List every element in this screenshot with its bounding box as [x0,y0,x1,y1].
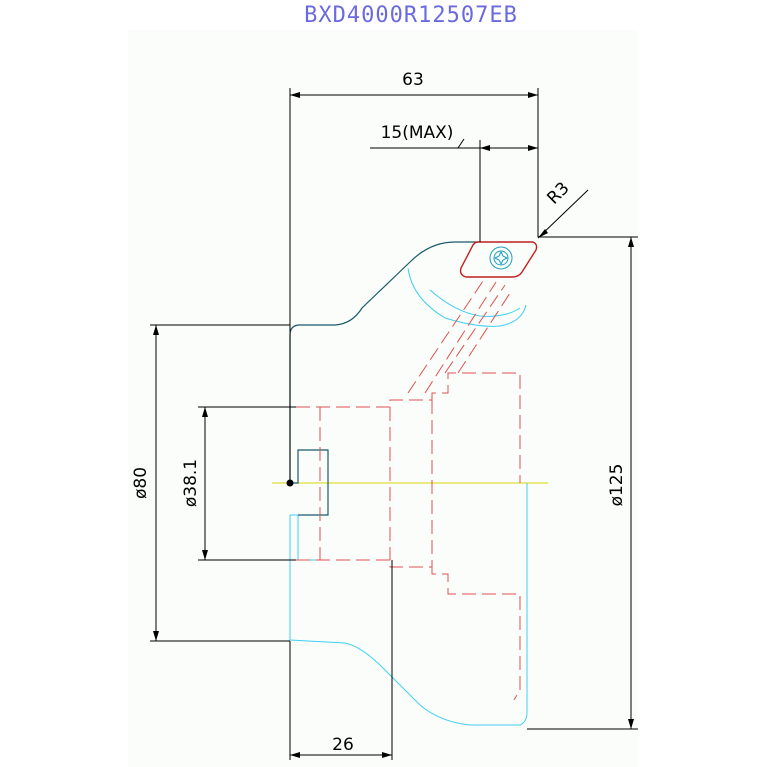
dim-15-label: 15(MAX) [381,123,454,143]
dim-80-label: ø80 [131,467,151,499]
body-outline [289,241,478,516]
hub-step-upper [290,449,329,516]
drawing-title: BXD4000R12507EB [304,3,518,28]
insert-pocket-curve [407,267,527,327]
hidden-chip-line-3 [444,284,506,374]
hidden-chip-line-2 [424,281,497,394]
hidden-lines [296,277,521,701]
dim-38-label: ø38.1 [181,459,201,507]
lower-body-outline [289,483,528,726]
hidden-chip-line-4 [457,289,513,374]
upper-body-outline [289,241,478,483]
insert-outline [459,241,538,278]
drawing-background [128,30,638,767]
dimension-arrows [153,92,634,758]
insert [459,241,538,278]
chip-pocket-curve [429,289,521,317]
hidden-bore-top [296,372,521,483]
dim-r3-leader [537,189,589,239]
center-point [286,479,294,487]
hidden-bore-bottom [296,559,521,701]
dim-26-label: 26 [332,735,354,755]
dim-63-label: 63 [402,70,424,90]
dimension-lines [150,88,638,760]
dim-125-label: ø125 [607,464,627,507]
hidden-chip-line-1 [407,277,486,394]
torx-screw-icon [489,246,513,270]
